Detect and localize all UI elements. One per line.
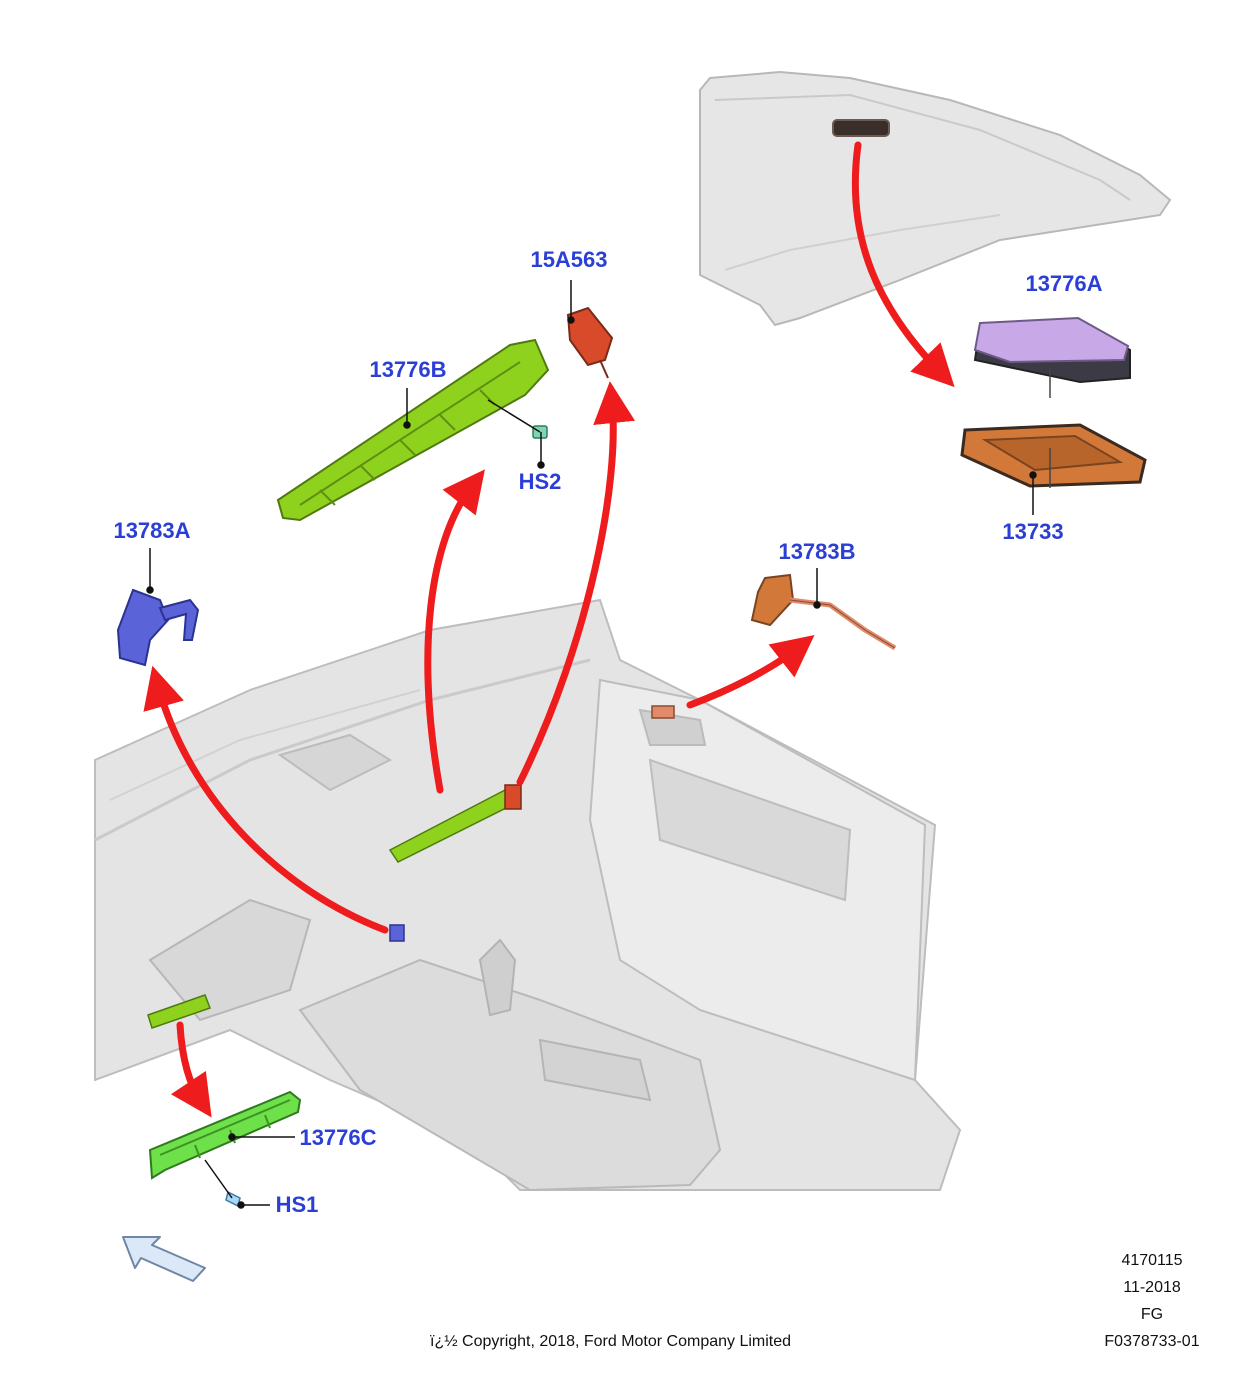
leader-lines bbox=[146, 280, 1051, 1209]
callout-13776B: 13776B bbox=[369, 357, 446, 382]
callout-13783A: 13783A bbox=[113, 518, 190, 543]
doc-date: 11-2018 bbox=[1123, 1279, 1181, 1296]
part-13733-illustration bbox=[960, 423, 1147, 488]
dashboard-illustration bbox=[94, 598, 962, 1192]
callout-13776A: 13776A bbox=[1025, 271, 1102, 296]
doc-code: FG bbox=[1140, 1306, 1164, 1323]
part-15A563-illustration bbox=[566, 306, 614, 379]
callout-13733: 13733 bbox=[1002, 519, 1063, 544]
installed-13783A bbox=[389, 924, 405, 942]
overhead-console-opening bbox=[832, 119, 890, 137]
callout-HS2: HS2 bbox=[519, 469, 562, 494]
figure-id: F0378733-01 bbox=[1104, 1333, 1200, 1350]
copyright-notice: ï¿½ Copyright, 2018, Ford Motor Company … bbox=[430, 1333, 792, 1350]
callout-15A563: 15A563 bbox=[530, 247, 607, 272]
installed-13783B bbox=[651, 705, 675, 719]
view-direction-arrow bbox=[122, 1236, 206, 1282]
red-arrows bbox=[143, 141, 955, 1118]
part-13776B-illustration bbox=[276, 338, 550, 522]
doc-number: 4170115 bbox=[1121, 1252, 1183, 1269]
installed-15A563 bbox=[504, 784, 522, 810]
headliner-illustration bbox=[699, 70, 1172, 327]
part-13783A-illustration bbox=[116, 588, 200, 667]
callout-13783B: 13783B bbox=[778, 539, 855, 564]
part-13783B-illustration bbox=[750, 573, 897, 651]
callout-HS1: HS1 bbox=[276, 1192, 319, 1217]
installed-13776C bbox=[147, 994, 211, 1029]
callout-13776C: 13776C bbox=[299, 1125, 376, 1150]
part-13776C-illustration bbox=[148, 1090, 302, 1180]
part-13776A-illustration bbox=[973, 316, 1131, 384]
